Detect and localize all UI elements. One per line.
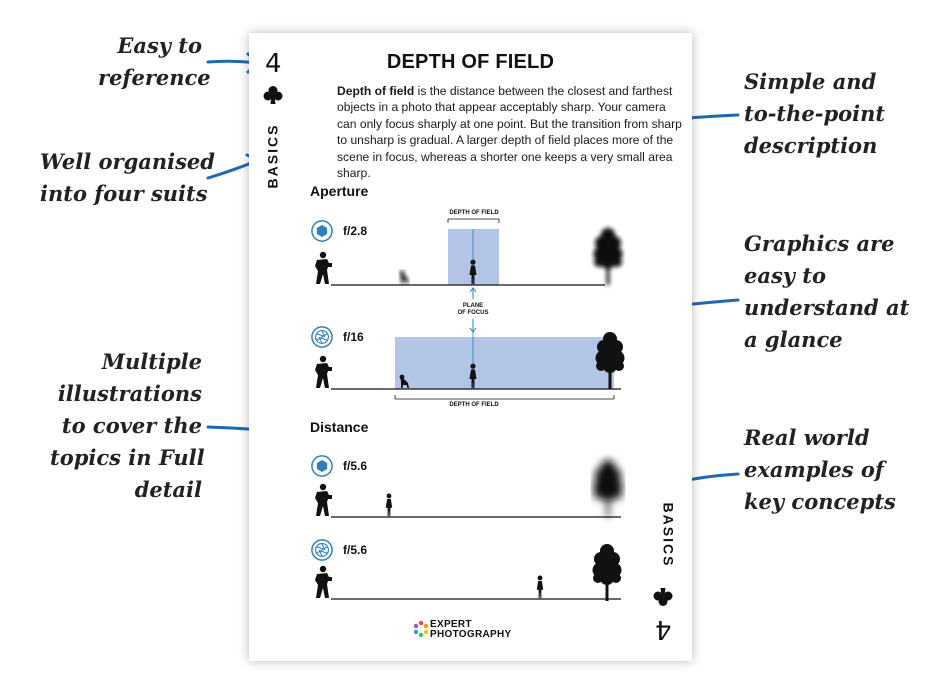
photographer-icon: [315, 355, 332, 388]
scene-aperture-f2-8: [311, 218, 623, 333]
annotation-real-world: Real world examples of key concepts: [744, 425, 896, 514]
dof-label-top: DEPTH OF FIELD: [449, 210, 499, 216]
plane-of-focus-label: PLANE OF FOCUS: [457, 303, 489, 316]
photographer-icon: [315, 483, 332, 516]
dof-illustrations: [311, 218, 625, 638]
f-value-1: f/2.8: [343, 224, 368, 238]
description-term: Depth of field: [337, 84, 415, 98]
f-value-3: f/5.6: [343, 459, 368, 473]
dof-card: 4 BASICS BASICS 4 DEPTH OF FIELD Depth o…: [249, 33, 692, 661]
dof-band: [395, 337, 614, 389]
annotation-multiple-illustrations: Multiple illustrations to cover the topi…: [50, 349, 205, 502]
card-number-top: 4: [265, 49, 282, 79]
distance-heading: Distance: [310, 419, 369, 435]
tree-icon: [593, 460, 623, 517]
aperture-icon: [311, 220, 333, 242]
girl-icon: [385, 493, 393, 517]
aperture-icon: [311, 539, 333, 561]
annotation-easy-to-reference: Easy to reference: [98, 33, 211, 90]
aperture-heading: Aperture: [310, 183, 369, 199]
photographer-icon: [315, 565, 332, 598]
scene-distance-near: [311, 455, 623, 518]
expertphotography-logo-text: EXPERT PHOTOGRAPHY: [430, 619, 512, 640]
dog-icon: [399, 270, 409, 284]
photographer-icon: [315, 251, 332, 284]
scene-distance-far: [311, 539, 622, 601]
f-value-4: f/5.6: [343, 543, 368, 557]
annotation-graphics-easy: Graphics are easy to understand at a gla…: [744, 231, 910, 352]
scene-aperture-f16: [311, 326, 625, 400]
f-value-2: f/16: [343, 330, 364, 344]
dof-label-bottom: DEPTH OF FIELD: [449, 402, 499, 408]
tree-icon: [593, 228, 623, 285]
aperture-icon: [311, 455, 333, 477]
tree-icon: [592, 544, 622, 601]
description-body: is the distance between the closest and …: [337, 84, 682, 181]
annotation-simple-description: Simple and to-the-point description: [744, 69, 886, 158]
aperture-icon: [311, 326, 333, 348]
club-suit-icon: [653, 588, 673, 606]
girl-icon: [536, 575, 544, 599]
expertphotography-logo-icon: [413, 620, 429, 638]
annotation-well-organised: Well organised into four suits: [40, 149, 215, 206]
card-description: Depth of field is the distance between t…: [337, 83, 682, 181]
club-suit-icon: [263, 86, 283, 104]
card-title: DEPTH OF FIELD: [386, 51, 555, 73]
